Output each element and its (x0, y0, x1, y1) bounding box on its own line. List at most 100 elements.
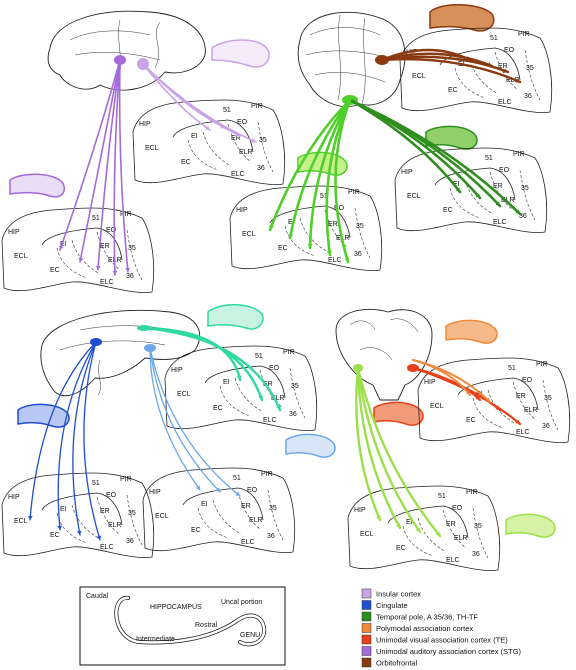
region-label-a36: 36 (289, 411, 297, 418)
region-label-ecl: ECL (145, 145, 159, 152)
brain-lateral-view (47, 10, 206, 91)
key-hippocampus: HIPPOCAMPUS (150, 604, 202, 611)
region-label-ec: EC (181, 159, 191, 166)
projection-arrow (348, 98, 522, 216)
projection-arrow (412, 359, 491, 403)
projection-arrow (113, 59, 121, 276)
region-label-ec: EC (443, 207, 453, 214)
projection-arrow (142, 63, 257, 143)
key-uncal: Uncal portion (221, 599, 262, 606)
projection-arrow (149, 347, 241, 497)
arrowhead (95, 265, 101, 270)
projection-arrow (348, 98, 462, 194)
region-label-pir: PIR (536, 361, 548, 368)
region-label-hip: HIP (139, 121, 151, 128)
region-label-ei: EI (223, 379, 230, 386)
region-label-pir: PIR (120, 211, 132, 218)
region-label-ec: EC (466, 417, 476, 424)
arrowhead (96, 535, 102, 540)
legend-item: Insular cortex (361, 588, 421, 599)
arrowhead (288, 233, 294, 238)
region-label-ecl: ECL (242, 231, 256, 238)
region-label-hip: HIP (171, 367, 183, 374)
legend-swatch (361, 611, 372, 622)
region-label-hip: HIP (424, 379, 436, 386)
key-box (79, 586, 286, 666)
legend-label: Unimodal visual association cortex (TE) (376, 636, 508, 645)
arrowhead (235, 132, 240, 137)
region-label-elc: ELC (100, 544, 114, 551)
region-label-ecl: ECL (14, 518, 28, 525)
region-label-elr: ELR (108, 522, 122, 529)
projection-arrow (149, 347, 201, 491)
legend-label: Temporal pole, A 35/36, TH-TF (376, 613, 478, 622)
region-label-ec: EC (396, 545, 406, 552)
region-label-er: ER (498, 63, 508, 70)
region-label-ei: EI (288, 219, 295, 226)
arrowhead (78, 257, 84, 262)
region-label-a36: 36 (524, 93, 532, 100)
region-label-a36: 36 (472, 551, 480, 558)
region-label-pir: PIR (283, 349, 295, 356)
hippocampus-icon-temporal-3 (505, 513, 556, 538)
arrowhead (269, 225, 274, 230)
region-label-a36: 36 (354, 251, 362, 258)
hippocampus-icon-insular (211, 39, 270, 68)
projection-arrow (79, 59, 121, 263)
projection-arrow (118, 59, 129, 273)
legend-swatch (361, 623, 372, 633)
region-label-pir: PIR (348, 189, 360, 196)
projection-arrow (355, 366, 382, 522)
arrowhead (376, 515, 381, 520)
legend-item: Temporal pole, A 35/36, TH-TF (361, 611, 478, 622)
projection-arrow (334, 98, 352, 264)
projection-arrow (356, 366, 422, 534)
projection-arrow (149, 347, 221, 493)
arrowhead (205, 125, 210, 130)
region-label-eo: EO (522, 377, 533, 384)
region-label-ei: EI (191, 133, 198, 140)
hippocampus-icon-cingulate-light (285, 433, 336, 458)
arrowhead (344, 257, 350, 262)
projection-arrow (288, 98, 352, 240)
region-label-a36: 36 (126, 538, 134, 545)
region-label-elr: ELR (501, 197, 515, 204)
region-label-er: ER (328, 221, 338, 228)
region-label-a35: 35 (291, 383, 299, 390)
region-label-elr: ELR (271, 395, 285, 402)
brain-medial-view (40, 309, 201, 397)
region-label-ei: EI (406, 519, 413, 526)
arrowhead (236, 375, 242, 380)
projection-arrow (308, 98, 352, 250)
region-label-pir: PIR (466, 489, 478, 496)
region-label-a51: 51 (320, 193, 328, 200)
region-label-elc: ELC (446, 557, 460, 564)
region-label-a35: 35 (259, 137, 267, 144)
region-label-ecl: ECL (14, 253, 28, 260)
hippocampus-key: Caudal HIPPOCAMPUS Uncal portion Rostral… (79, 586, 286, 666)
region-label-ecl: ECL (412, 73, 426, 80)
projection-arrow (142, 63, 211, 131)
region-label-a36: 36 (267, 533, 275, 540)
legend-swatch (361, 600, 372, 610)
region-label-a36: 36 (126, 273, 134, 280)
legend-swatch (361, 588, 372, 599)
hippocampus-icon-temporal (425, 125, 478, 150)
region-label-elc: ELC (498, 99, 512, 106)
region-label-a51: 51 (233, 475, 241, 482)
projection-arrow (29, 341, 97, 521)
legend-item: Orbitofrontal (361, 657, 418, 668)
region-label-a51: 51 (438, 493, 446, 500)
hippocampus-icon-polymodal (445, 319, 498, 344)
region-label-er: ER (263, 381, 273, 388)
region-label-ec: EC (50, 532, 60, 539)
region-label-elc: ELC (263, 417, 277, 424)
arrowhead (455, 187, 460, 192)
